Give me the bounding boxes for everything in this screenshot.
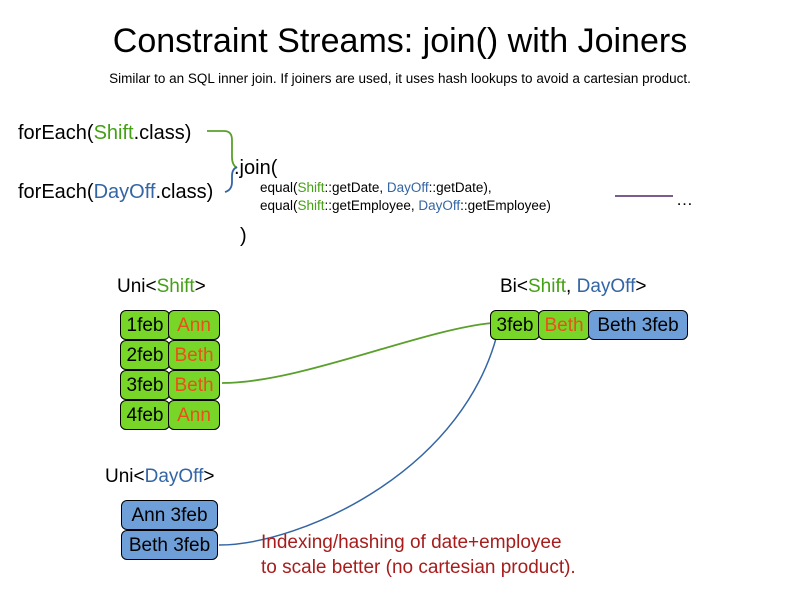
foreach-dayoff-suffix: .class) — [155, 181, 214, 203]
foreach-dayoff-prefix: forEach( — [18, 181, 94, 203]
ellipsis-label: … — [676, 190, 693, 209]
list-item[interactable]: Beth 3feb — [121, 530, 218, 560]
code-join-close: ) — [240, 225, 247, 247]
code-foreach-dayoff: forEach(DayOff.class) — [18, 180, 213, 204]
purple-rule-divider — [615, 195, 673, 197]
shift-employee-cell: Beth — [168, 340, 220, 370]
joiner-employee-right-type: DayOff — [418, 198, 461, 213]
shift-date-cell: 1feb — [120, 310, 170, 340]
shift-date-cell: 3feb — [120, 370, 170, 400]
shift-employee-cell: Ann — [168, 310, 220, 340]
joiner-date-right-ref: ::getDate), — [428, 180, 492, 195]
shift-employee-cell: Beth — [168, 370, 220, 400]
shift-date-cell: 4feb — [120, 400, 170, 430]
annotation-line-1: Indexing/hashing of date+employee — [261, 532, 562, 553]
uni-dayoff-type: DayOff — [144, 466, 204, 487]
label-uni-shift: Uni<Shift> — [117, 275, 206, 298]
uni-dayoff-prefix: Uni< — [105, 466, 145, 487]
code-foreach-shift: forEach(Shift.class) — [18, 121, 191, 145]
joiner-employee-left-type: Shift — [297, 198, 325, 213]
bi-type-a: Shift — [528, 276, 567, 297]
bi-suffix: > — [635, 276, 647, 297]
annotation-text: Indexing/hashing of date+employee to sca… — [261, 530, 576, 580]
bi-shift-date-cell: 3feb — [490, 310, 540, 340]
uni-shift-type: Shift — [156, 276, 195, 297]
bi-fact-row[interactable]: 3feb Beth Beth 3feb — [490, 310, 688, 340]
connector-shift-fact-to-bi — [221, 322, 493, 384]
label-uni-dayoff: Uni<DayOff> — [105, 465, 215, 488]
table-row[interactable]: 3feb Beth — [120, 370, 220, 400]
page-subtitle: Similar to an SQL inner join. If joiners… — [109, 71, 691, 86]
joiner-employee-right-ref: ::getEmployee) — [460, 198, 551, 213]
bi-dayoff-cell: Beth 3feb — [588, 310, 688, 340]
code-join-open: .join( — [234, 157, 278, 179]
code-joiner-employee: equal(Shift::getEmployee, DayOff::getEmp… — [260, 197, 551, 215]
uni-dayoff-suffix: > — [203, 466, 215, 487]
foreach-dayoff-type: DayOff — [93, 181, 156, 203]
table-row[interactable]: 4feb Ann — [120, 400, 220, 430]
uni-shift-prefix: Uni< — [117, 276, 157, 297]
bi-prefix: Bi< — [500, 276, 528, 297]
bi-type-b: DayOff — [576, 276, 636, 297]
table-row[interactable]: 2feb Beth — [120, 340, 220, 370]
connector-shift-to-join — [207, 130, 238, 169]
joiner-date-left-type: Shift — [297, 180, 325, 195]
code-joiner-date: equal(Shift::getDate, DayOff::getDate), — [260, 179, 492, 197]
dayoff-cell: Ann 3feb — [121, 500, 218, 530]
joiner-date-right-type: DayOff — [386, 180, 429, 195]
label-bi-stream: Bi<Shift, DayOff> — [500, 275, 646, 298]
foreach-shift-prefix: forEach( — [18, 122, 94, 144]
shift-date-cell: 2feb — [120, 340, 170, 370]
joiner-date-left-ref: ::getDate, — [324, 180, 387, 195]
joiner-date-prefix: equal( — [260, 180, 298, 195]
foreach-shift-suffix: .class) — [133, 122, 192, 144]
bi-shift-employee-cell: Beth — [538, 310, 590, 340]
dayoff-cell: Beth 3feb — [121, 530, 218, 560]
list-item[interactable]: Ann 3feb — [121, 500, 218, 530]
joiner-employee-left-ref: ::getEmployee, — [324, 198, 419, 213]
bi-separator: , — [566, 276, 577, 297]
foreach-shift-type: Shift — [93, 122, 134, 144]
page-title: Constraint Streams: join() with Joiners — [112, 22, 688, 60]
joiner-employee-prefix: equal( — [260, 198, 298, 213]
uni-shift-suffix: > — [194, 276, 206, 297]
shift-employee-cell: Ann — [168, 400, 220, 430]
table-row[interactable]: 1feb Ann — [120, 310, 220, 340]
annotation-line-2: to scale better (no cartesian product). — [261, 557, 576, 578]
connector-dayoff-fact-to-bi — [218, 321, 501, 546]
